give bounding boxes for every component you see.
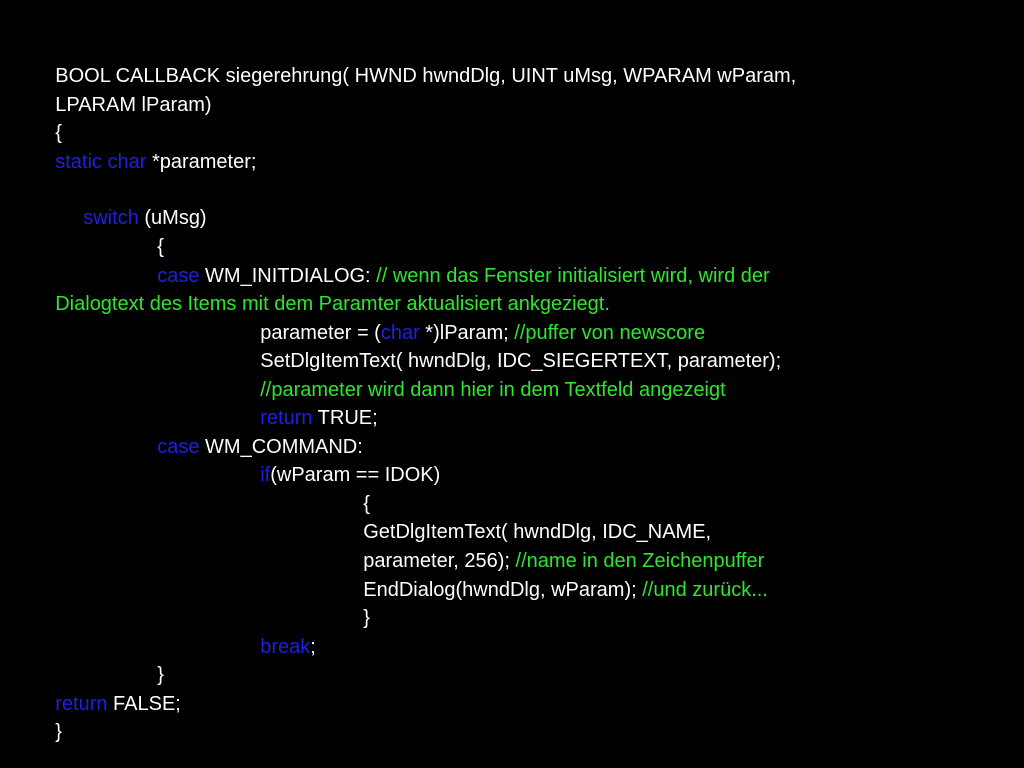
code-line-12: return TRUE; [238, 382, 378, 454]
function-signature-cont: LPARAM lParam) [55, 94, 212, 116]
code-line-13: case WM_COMMAND: [135, 411, 363, 483]
code-line-22: return FALSE; [33, 668, 181, 740]
comment: // wenn das Fenster initialisiert wird, … [376, 265, 770, 287]
comment: //parameter wird dann hier in dem Textfe… [260, 379, 726, 401]
code-text: WM_COMMAND: [199, 436, 363, 458]
code-line-21: } [135, 639, 164, 711]
code-text: (uMsg) [138, 207, 207, 229]
close-brace: } [55, 721, 62, 743]
keyword: if [260, 464, 271, 486]
comment: //puffer von newscore [514, 322, 706, 344]
code-line-10: SetDlgItemText( hwndDlg, IDC_SIEGERTEXT,… [238, 325, 781, 397]
keyword: break [260, 636, 311, 658]
open-brace: { [363, 493, 370, 515]
code-text: parameter, 256); [363, 550, 516, 572]
code-line-9: parameter = (char *)lParam; //puffer von… [238, 297, 705, 369]
code-line-15: { [341, 468, 370, 540]
comment: //und zurück... [642, 579, 768, 601]
code-line-6: { [135, 211, 164, 283]
code-text: SetDlgItemText( hwndDlg, IDC_SIEGERTEXT,… [260, 350, 782, 372]
code-line-11: //parameter wird dann hier in dem Textfe… [238, 354, 726, 426]
code-text: WM_INITDIALOG: [199, 265, 377, 287]
comment: Dialogtext des Items mit dem Paramter ak… [55, 293, 610, 315]
code-line-2: LPARAM lParam) [33, 69, 212, 141]
code-line-18: EndDialog(hwndDlg, wParam); //und zurück… [341, 554, 768, 626]
code-line-8: Dialogtext des Items mit dem Paramter ak… [33, 268, 610, 340]
function-signature: BOOL CALLBACK siegerehrung( HWND hwndDlg… [55, 65, 797, 87]
code-line-20: break; [238, 611, 316, 683]
close-brace: } [157, 664, 164, 686]
code-line-16: GetDlgItemText( hwndDlg, IDC_NAME, [341, 496, 711, 568]
keyword: return [55, 693, 108, 715]
code-text: TRUE; [312, 407, 378, 429]
code-line-7: case WM_INITDIALOG: // wenn das Fenster … [135, 240, 770, 312]
close-brace: } [363, 607, 370, 629]
open-brace: { [55, 122, 62, 144]
code-line-3: { [33, 97, 62, 169]
code-text: parameter = ( [260, 322, 381, 344]
keyword: switch [83, 207, 139, 229]
comment: //name in den Zeichenpuffer [515, 550, 765, 572]
code-line-4: static char *parameter; [33, 126, 256, 198]
code-text: *)lParam; [419, 322, 515, 344]
keyword: case [157, 265, 200, 287]
code-line-5: switch (uMsg) [61, 182, 207, 254]
keyword: return [260, 407, 313, 429]
keyword: char [380, 322, 420, 344]
code-text: (wParam == IDOK) [270, 464, 441, 486]
code-line-17: parameter, 256); //name in den Zeichenpu… [341, 525, 764, 597]
code-line-23: } [33, 696, 62, 768]
code-text: ; [310, 636, 316, 658]
code-text: GetDlgItemText( hwndDlg, IDC_NAME, [363, 521, 712, 543]
keyword: case [157, 436, 200, 458]
keyword: static char [55, 151, 147, 173]
code-text: EndDialog(hwndDlg, wParam); [363, 579, 643, 601]
code-line-14: if(wParam == IDOK) [238, 439, 440, 511]
code-line-19: } [341, 582, 370, 654]
open-brace: { [157, 236, 164, 258]
code-line-1: BOOL CALLBACK siegerehrung( HWND hwndDlg… [33, 40, 796, 112]
code-text: *parameter; [146, 151, 257, 173]
code-text: FALSE; [107, 693, 181, 715]
